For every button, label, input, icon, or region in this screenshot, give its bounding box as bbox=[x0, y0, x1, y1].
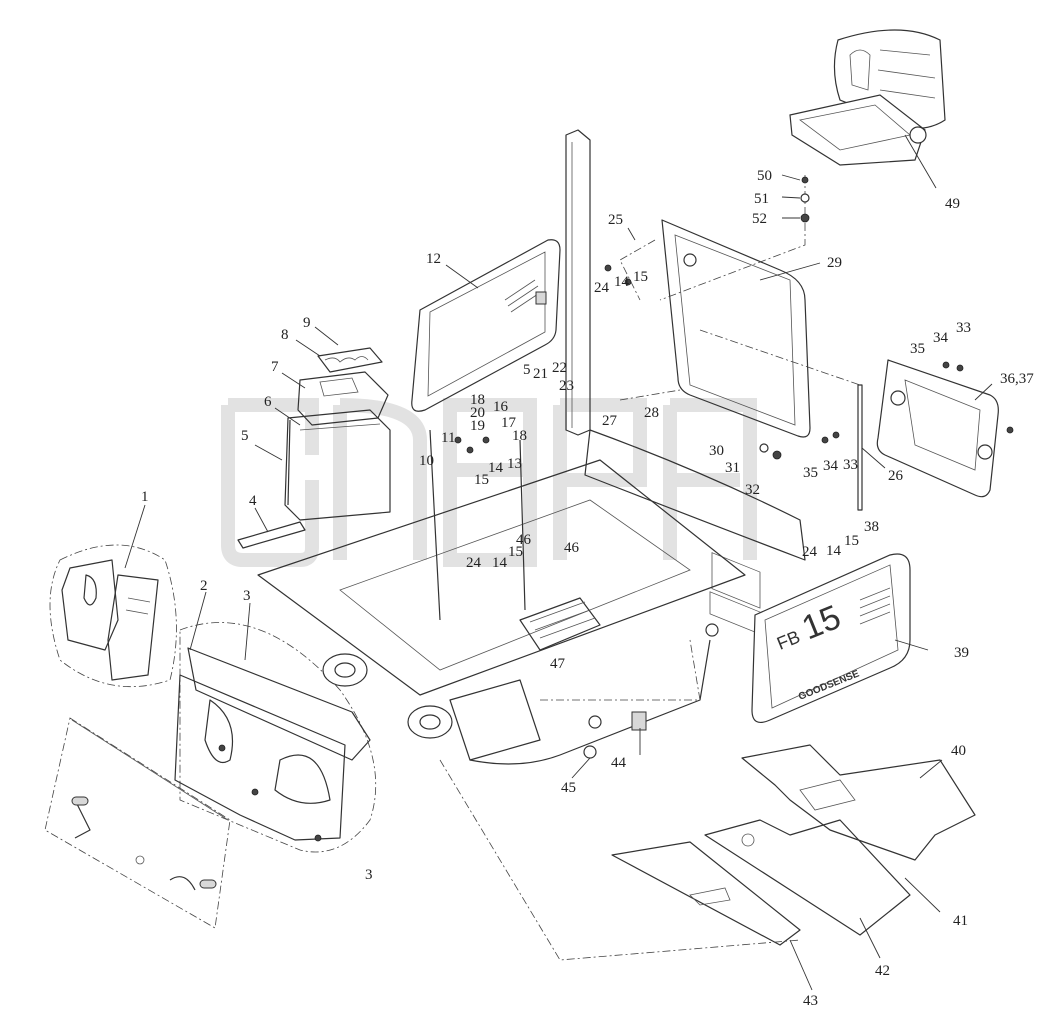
callout-36-37: 36,37 bbox=[1000, 371, 1034, 387]
part-8-9-console-top bbox=[317, 347, 383, 373]
part-43-floor-plate bbox=[611, 841, 801, 946]
part-49-seat bbox=[789, 29, 946, 166]
hardware bbox=[454, 176, 1014, 759]
callout-14: 14 bbox=[826, 543, 842, 559]
callout-24: 24 bbox=[802, 544, 818, 560]
callout-26: 26 bbox=[888, 468, 904, 484]
callout-5: 5 bbox=[241, 428, 249, 444]
callout-23: 23 bbox=[559, 378, 574, 394]
callout-40: 40 bbox=[951, 743, 966, 759]
callout-12: 12 bbox=[426, 251, 441, 267]
callout-10: 10 bbox=[419, 453, 434, 469]
callout-22: 22 bbox=[552, 360, 567, 376]
callout-49: 49 bbox=[945, 196, 960, 212]
callout-15: 15 bbox=[633, 269, 648, 285]
callout-44: 44 bbox=[611, 755, 627, 771]
callout-11: 11 bbox=[441, 430, 455, 446]
part-42-floor-plate bbox=[704, 819, 911, 936]
front-lower-plate bbox=[44, 717, 231, 929]
part-4-strip bbox=[237, 521, 306, 549]
callout-46: 46 bbox=[516, 532, 532, 548]
callout-5: 5 bbox=[523, 362, 531, 378]
part-26-gas-strut bbox=[857, 384, 863, 511]
callout-29: 29 bbox=[827, 255, 842, 271]
callout-18: 18 bbox=[512, 428, 527, 444]
callout-3: 3 bbox=[365, 867, 373, 883]
callout-16: 16 bbox=[493, 399, 509, 415]
callout-21: 21 bbox=[533, 366, 548, 382]
callout-14: 14 bbox=[492, 555, 508, 571]
part-7-console-cap bbox=[297, 371, 389, 426]
callout-2: 2 bbox=[200, 578, 208, 594]
part-6-console-column bbox=[284, 409, 391, 521]
callout-15: 15 bbox=[474, 472, 489, 488]
callout-41: 41 bbox=[953, 913, 968, 929]
callout-9: 9 bbox=[303, 315, 311, 331]
part-2-3-front-scuttle bbox=[174, 622, 377, 853]
callout-46: 46 bbox=[564, 540, 580, 556]
part-1-side-covers bbox=[49, 544, 177, 688]
callout-15: 15 bbox=[844, 533, 859, 549]
part-36-37-side-window bbox=[876, 359, 999, 498]
callout-45: 45 bbox=[561, 780, 576, 796]
callout-51: 51 bbox=[754, 191, 769, 207]
callout-7: 7 bbox=[271, 359, 279, 375]
callout-33: 33 bbox=[843, 457, 858, 473]
callout-17: 17 bbox=[501, 415, 517, 431]
callout-24: 24 bbox=[466, 555, 482, 571]
callout-19: 19 bbox=[470, 418, 485, 434]
callout-24: 24 bbox=[594, 280, 610, 296]
callout-14: 14 bbox=[614, 274, 630, 290]
callout-6: 6 bbox=[264, 394, 272, 410]
callout-52: 52 bbox=[752, 211, 767, 227]
callout-33: 33 bbox=[956, 320, 971, 336]
callout-39: 39 bbox=[954, 645, 969, 661]
front-axle-bosses bbox=[322, 639, 711, 765]
callout-8: 8 bbox=[281, 327, 289, 343]
part-12-side-panel bbox=[411, 239, 561, 412]
callout-13: 13 bbox=[507, 456, 522, 472]
callout-18: 18 bbox=[470, 392, 485, 408]
callout-42: 42 bbox=[875, 963, 890, 979]
callout-14: 14 bbox=[488, 460, 504, 476]
watermark bbox=[221, 398, 757, 567]
callout-30: 30 bbox=[709, 443, 724, 459]
callout-43: 43 bbox=[803, 993, 818, 1009]
callout-50: 50 bbox=[757, 168, 772, 184]
part-39-rear-cover bbox=[751, 553, 911, 723]
chassis-frame bbox=[257, 429, 806, 696]
leader-lines bbox=[124, 134, 993, 991]
callout-4: 4 bbox=[249, 493, 257, 509]
callout-34: 34 bbox=[823, 458, 839, 474]
callout-38: 38 bbox=[864, 519, 879, 535]
callout-35: 35 bbox=[910, 341, 925, 357]
callout-3: 3 bbox=[243, 588, 251, 604]
callout-25: 25 bbox=[608, 212, 623, 228]
part-40-floor-mat bbox=[741, 744, 976, 861]
callout-31: 31 bbox=[725, 460, 740, 476]
callout-15: 15 bbox=[508, 544, 523, 560]
part-47-step-pad bbox=[519, 597, 601, 651]
callout-47: 47 bbox=[550, 656, 566, 672]
callout-1: 1 bbox=[141, 489, 149, 505]
callout-28: 28 bbox=[644, 405, 659, 421]
callout-34: 34 bbox=[933, 330, 949, 346]
part-29-rear-panel bbox=[661, 219, 811, 635]
callout-27: 27 bbox=[602, 413, 618, 429]
callout-20: 20 bbox=[470, 405, 485, 421]
callout-32: 32 bbox=[745, 482, 760, 498]
callout-35: 35 bbox=[803, 465, 818, 481]
callout-labels: 1 2 3 3 4 5 5 6 7 8 9 10 11 12 13 14 14 … bbox=[141, 168, 1034, 1009]
